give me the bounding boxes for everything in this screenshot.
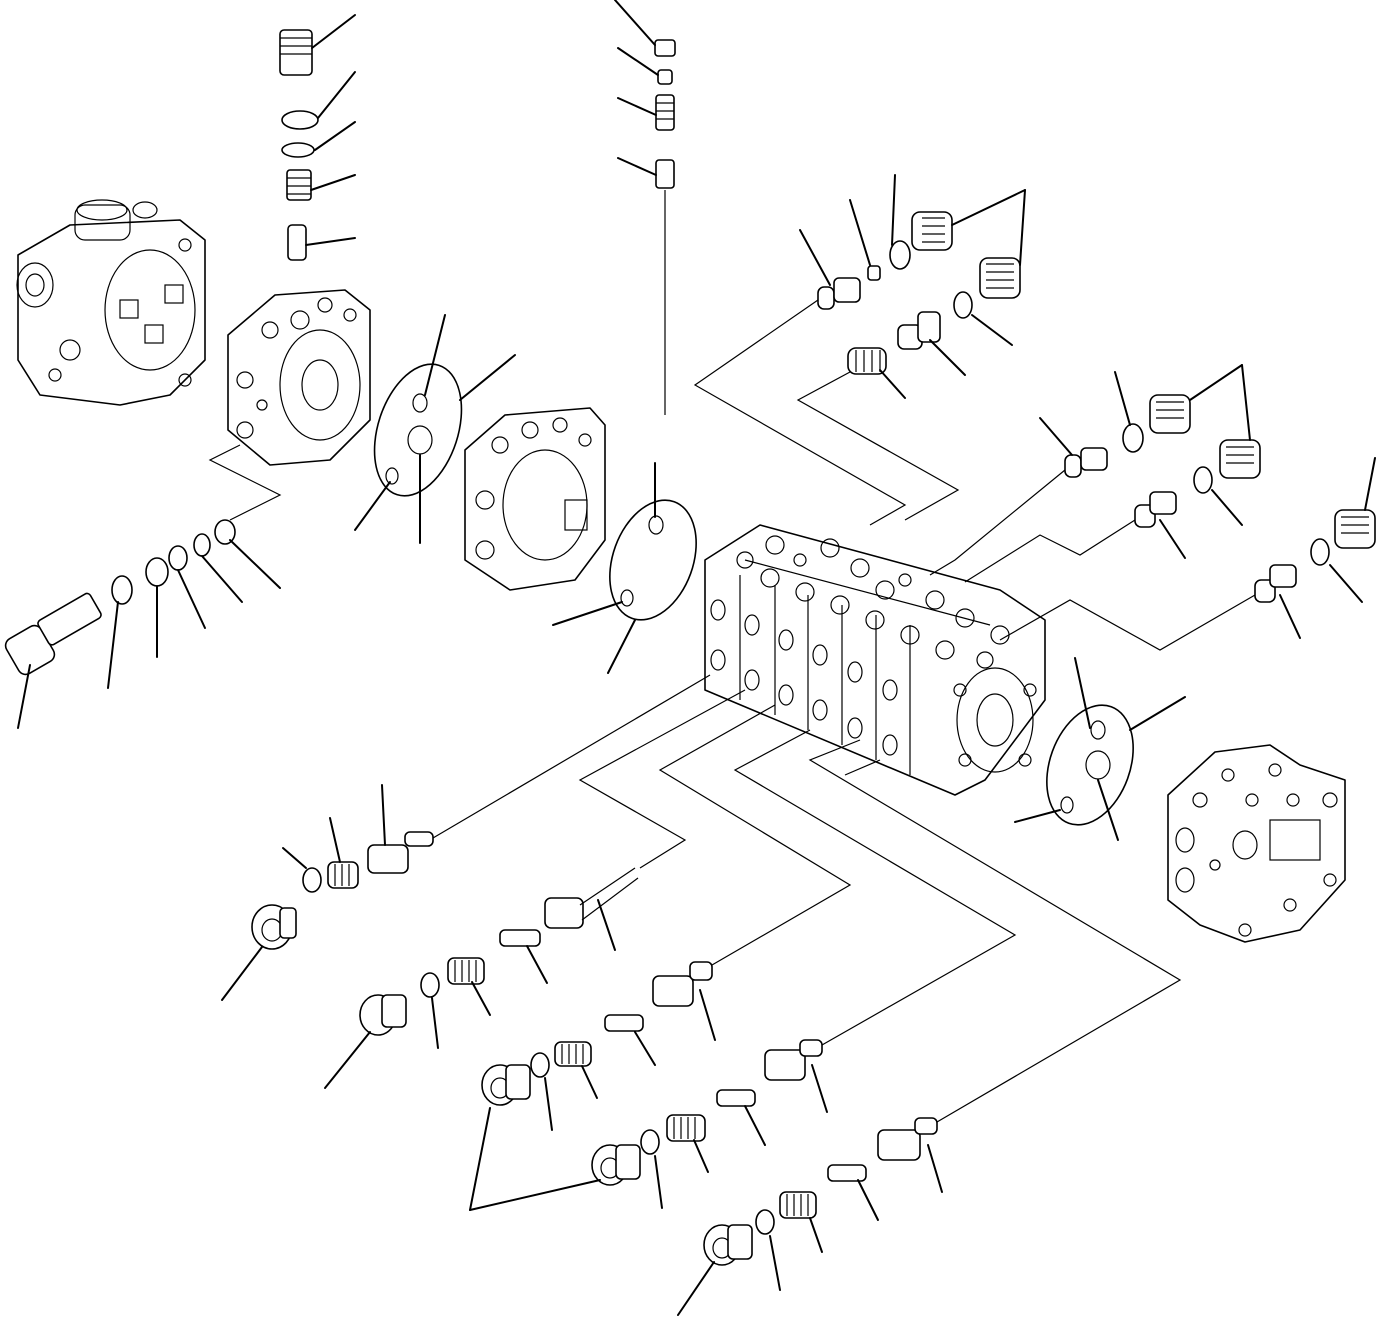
middle-housing [464,407,606,591]
leader-line [1097,779,1119,841]
check-valve-group-3 [999,457,1376,651]
leader-line [1014,809,1061,823]
leader-line [459,354,516,401]
leader-line [607,619,636,674]
leader-line [469,1179,601,1211]
leader-line [469,1107,491,1211]
inlet-spool-assembly [4,444,282,729]
check-valve-group-1 [693,174,1026,526]
spool-row-3 [481,704,852,1131]
outlet-cover-housing [1167,744,1346,943]
leader-line [424,314,446,396]
spool-row-2 [324,689,746,1089]
gasket-middle [609,499,697,621]
inlet-cover-housing [16,199,206,406]
leader-line [1074,657,1091,729]
gasket-right [1046,704,1134,826]
valve-block-stack [704,524,1046,796]
relief-valve-stack-left [279,14,356,261]
leader-line [1129,696,1186,731]
check-valve-group-2 [929,364,1261,583]
spool-row-1 [221,674,711,1001]
leader-line [552,601,623,626]
spool-row-4 [591,729,1017,1209]
end-housing-left [227,289,371,466]
gasket-left [373,363,463,497]
leader-line [354,481,391,531]
small-valve-stack-top [614,0,676,415]
spool-row-5 [677,739,1182,1316]
